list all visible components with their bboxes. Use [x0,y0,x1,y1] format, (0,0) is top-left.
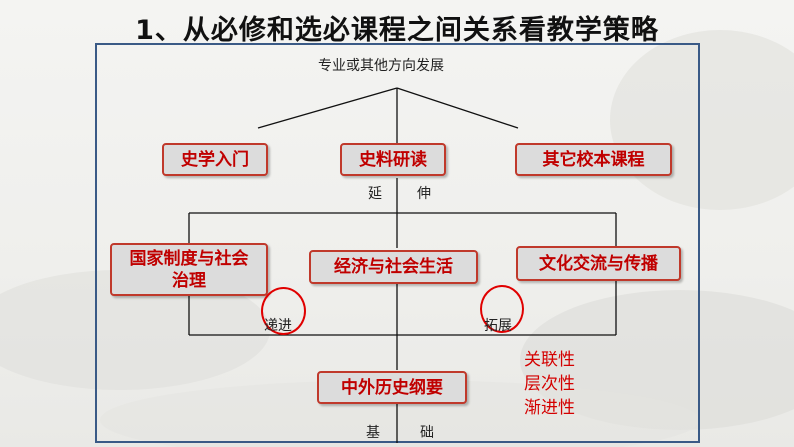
expand-label: 拓展 [484,318,512,334]
property-progression: 渐进性 [524,398,575,418]
career-direction-label: 专业或其他方向发展 [318,58,444,74]
page-title: 1、从必修和选必课程之间关系看教学策略 [135,15,659,46]
property-hierarchy: 层次性 [524,374,575,394]
progress-label: 递进 [264,318,292,334]
foundation-label-2: 础 [420,425,434,441]
extend-label-2: 伸 [417,186,431,202]
elective-box-source-study: 史料研读 [340,143,446,176]
elective-box-school-courses: 其它校本课程 [515,143,672,176]
foundation-box-history-outline: 中外历史纲要 [317,371,467,404]
required-box-economy-society: 经济与社会生活 [309,250,478,284]
progress-circle-highlight [261,287,306,335]
required-box-cultural-exchange: 文化交流与传播 [516,246,681,281]
foundation-label-1: 基 [366,425,380,441]
required-box-state-governance: 国家制度与社会治理 [110,243,268,296]
extend-label-1: 延 [368,186,382,202]
property-relevance: 关联性 [524,350,575,370]
elective-box-history-intro: 史学入门 [162,143,268,176]
expand-circle-highlight [480,285,524,333]
